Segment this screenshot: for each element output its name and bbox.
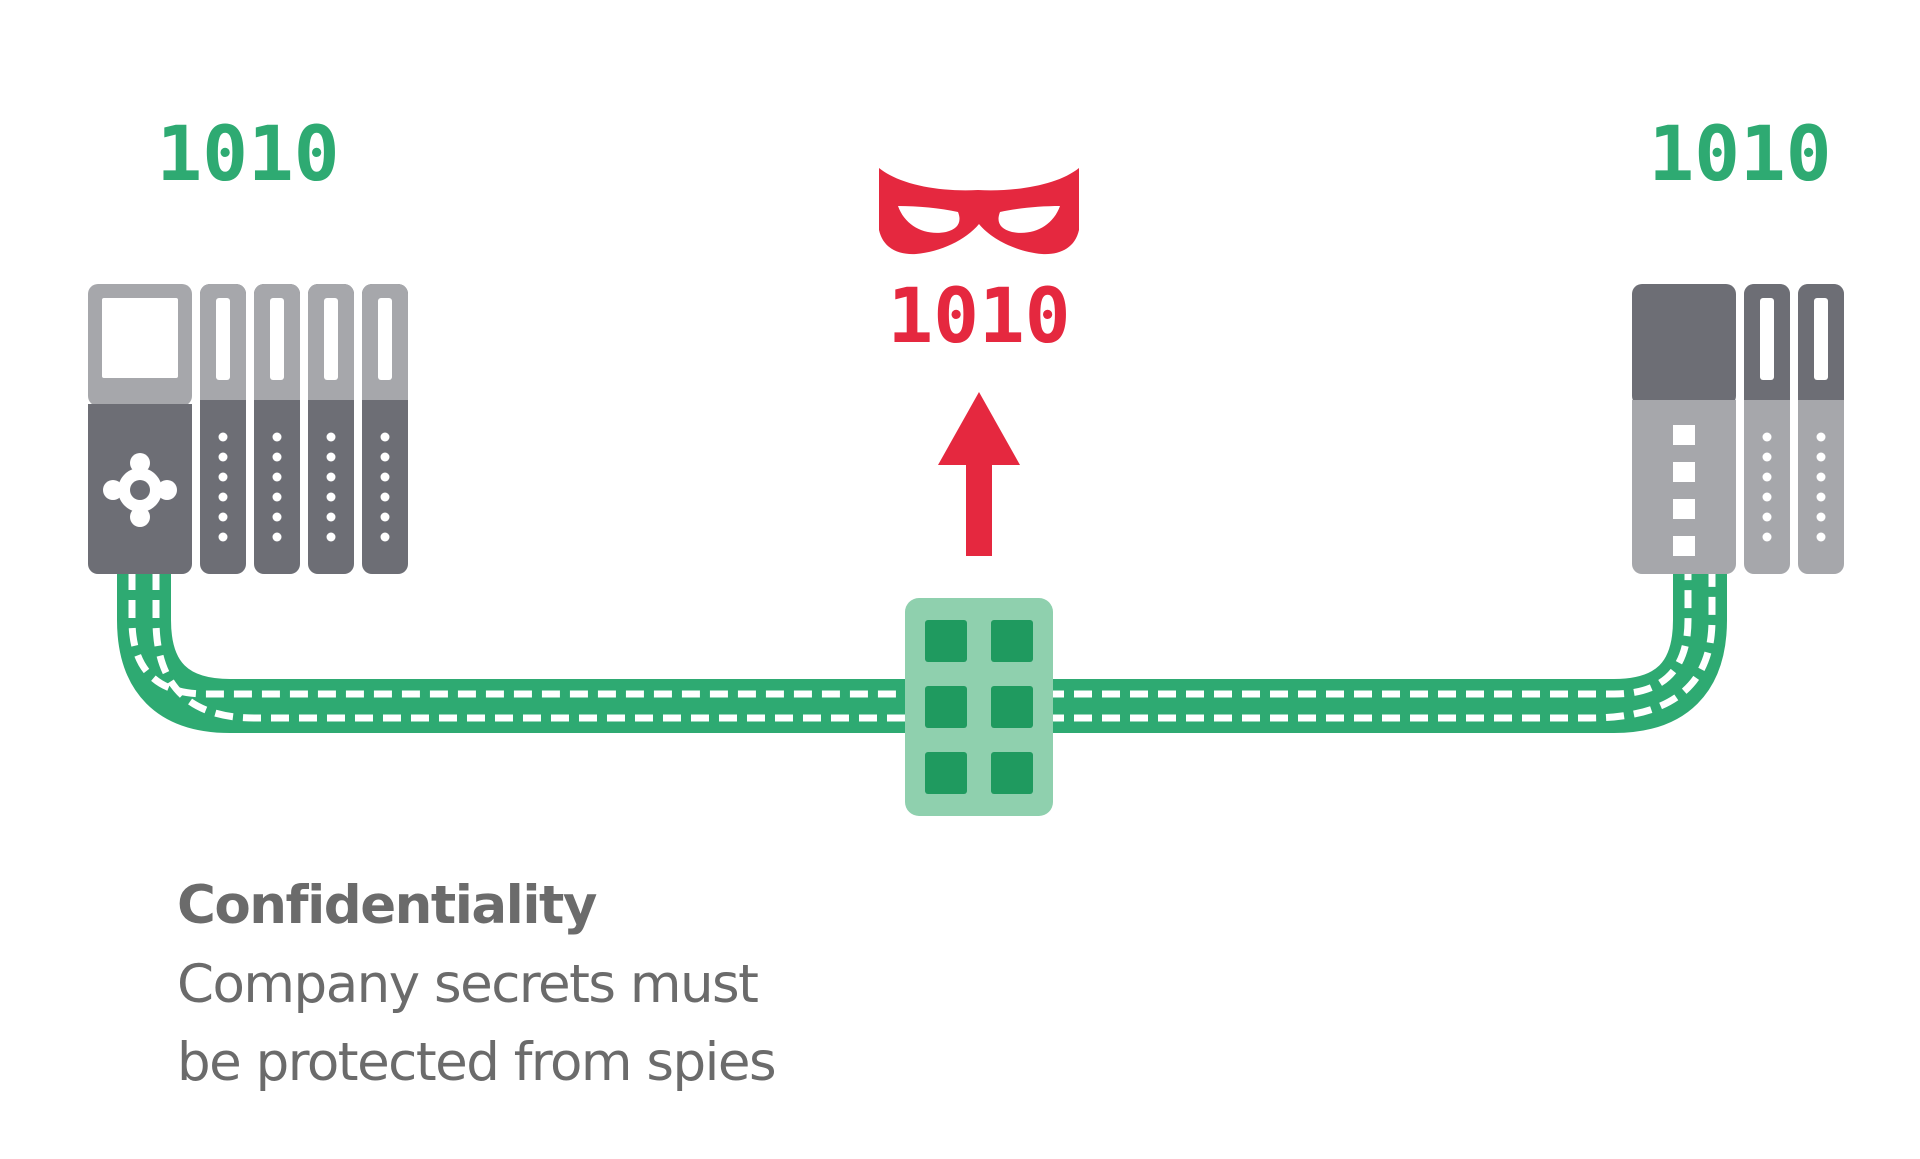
spy-bits-label: 1010 — [887, 271, 1070, 360]
plc-cpu-display — [102, 298, 178, 378]
cable-right-dash-upper — [1046, 572, 1692, 698]
io-module-icon — [1632, 284, 1844, 574]
arrow-up-icon — [938, 392, 1020, 556]
caption-line-2: be protected from spies — [177, 1032, 777, 1093]
plc-io-slice — [362, 284, 408, 574]
cable-right-dash-lower — [1046, 572, 1716, 722]
network-switch-icon — [905, 598, 1053, 816]
mask-icon — [879, 168, 1079, 255]
plc-io-slice — [308, 284, 354, 574]
cable-right — [1046, 572, 1727, 733]
io-head-bottom — [1632, 400, 1736, 574]
io-module-slices — [1744, 284, 1844, 574]
plc-status-symbol — [103, 453, 177, 527]
caption-title: Confidentiality — [177, 875, 597, 936]
plc-controller-icon — [88, 284, 408, 574]
io-head-top — [1632, 284, 1736, 406]
right-bits-label: 1010 — [1648, 109, 1831, 198]
io-module-slice — [1798, 284, 1844, 574]
plc-io-slice — [200, 284, 246, 574]
caption-line-1: Company secrets must — [177, 954, 759, 1015]
plc-io-slice — [254, 284, 300, 574]
io-head-indicators — [1673, 425, 1695, 556]
cable-left-dash-lower — [152, 572, 912, 722]
cable-left — [117, 572, 912, 733]
left-bits-label: 1010 — [156, 109, 339, 198]
io-module-slice — [1744, 284, 1790, 574]
network-cable — [117, 572, 1727, 733]
caption: Confidentiality Company secrets must be … — [177, 866, 1077, 1102]
cable-left-dash-upper — [128, 572, 912, 698]
plc-io-slices — [200, 284, 408, 574]
switch-ports — [925, 620, 1033, 794]
